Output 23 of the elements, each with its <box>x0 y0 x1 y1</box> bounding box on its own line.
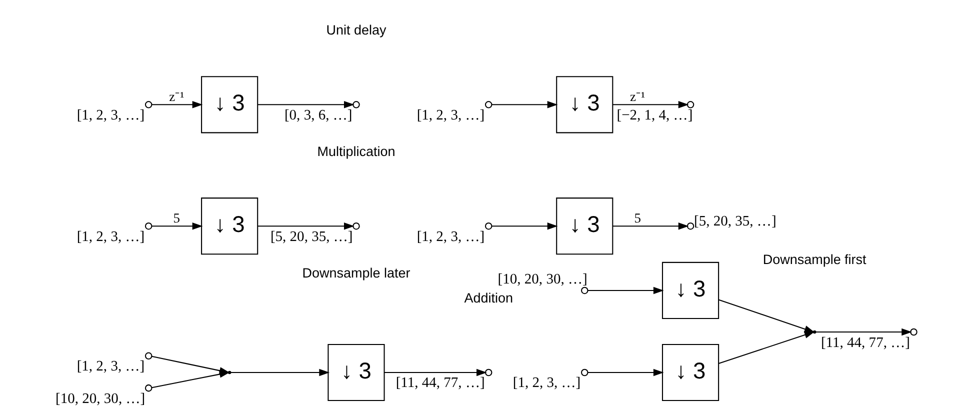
label: Downsample first <box>762 252 866 267</box>
edge-label: 5 <box>634 210 641 226</box>
label: Unit delay <box>326 22 386 38</box>
node-label: [11, 44, 77, …] <box>396 375 485 392</box>
node-label: [1, 2, 3, …] <box>512 375 581 392</box>
node-label: [1, 2, 3, …] <box>416 107 485 124</box>
node-label: [1, 2, 3, …] <box>76 358 145 375</box>
edge-label: z⁻¹ <box>169 88 184 104</box>
node-label: [11, 44, 77, …] <box>820 334 910 351</box>
node-label: [−2, 1, 4, …] <box>616 107 693 124</box>
label: Downsample later <box>302 265 410 280</box>
label: Multiplication <box>317 144 396 159</box>
edge-label: z⁻¹ <box>630 88 646 104</box>
node-label: [1, 2, 3, …] <box>416 228 485 245</box>
node-label: [5, 20, 35, …] <box>270 228 353 245</box>
node-label: [1, 2, 3, …] <box>76 228 145 245</box>
node-label: [1, 2, 3, …] <box>76 107 145 124</box>
node-label: [0, 3, 6, …] <box>284 107 352 124</box>
node-label: [10, 20, 30, …] <box>56 390 146 407</box>
node-label: [5, 20, 35, …] <box>694 213 776 230</box>
node-label: [10, 20, 30, …] <box>498 271 588 288</box>
label: Addition <box>464 290 513 306</box>
edge-label: 5 <box>173 210 180 226</box>
